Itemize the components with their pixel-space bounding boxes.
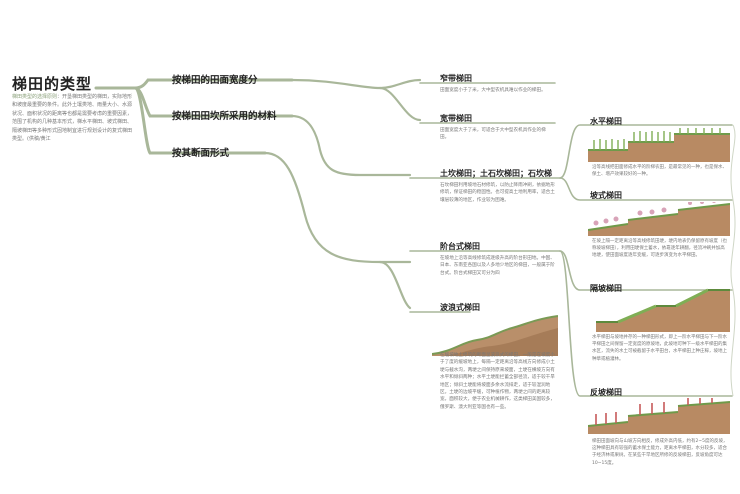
- material-to-earth: [290, 114, 412, 177]
- intro-text: 梯田类型的选择原则：开垦梯田类型的梯田，实际地形和坡度最重要的条件。此外土壤类地…: [12, 93, 134, 143]
- section-to-wave: [378, 260, 412, 310]
- to-slope: [559, 177, 733, 201]
- intro-highlight: 梯田类型的选择原则: [12, 94, 58, 100]
- node-earth-title: 土坎梯田；土石坎梯田；石坎梯: [440, 169, 552, 178]
- intro-body: ：开垦梯田类型的梯田，实际地形和坡度最重要的条件。此外土壤类地、雨量大小、水源状…: [12, 94, 133, 143]
- node-narrow-title: 窄带梯田: [440, 74, 472, 83]
- node-wide-desc: 田面宽度大于了米，可适合于大中型农机具作业的梯田。: [440, 128, 546, 141]
- wave-terrace-illustration: [432, 315, 558, 356]
- section-to-terrace: [263, 151, 412, 264]
- page-title: 梯田的类型: [12, 75, 93, 93]
- node-terrace-desc: 在坡地上沿等高线修筑成逐级升高的阶台形田地。中国、日本、东南亚各国以及人多地少地…: [440, 256, 555, 276]
- side-sep-desc: 水平梯田与坡地并存的一种梯田形式，即上一阶水平梯田与下一阶水平梯田之间保留一定宽…: [592, 335, 727, 362]
- node-wave-desc: 在缓坡地上修筑的断面呈波浪式的梯田。一般是在坡度小于了度的缓坡地上，每隔一定距离…: [440, 353, 555, 410]
- node-wide-title: 宽带梯田: [440, 114, 472, 123]
- node-narrow-desc: 田面宽度小于了米，大中型农机具难以作业的梯田。: [440, 88, 546, 93]
- side-reverse-title: 反坡梯田: [590, 388, 622, 397]
- branch-section: 按其断面形式: [172, 148, 230, 159]
- root-to-section: [133, 86, 162, 155]
- node-wave-title: 波浪式梯田: [440, 303, 480, 312]
- node-earth-desc: 石坎梯田利用坡地石材修筑，以防止降雨冲刷，依据地形修筑，保证梯田的稳固性。也可提…: [440, 183, 555, 203]
- slope-terrace-illustration: [588, 202, 730, 236]
- branch-width: 按梯田的田面宽度分: [172, 75, 258, 86]
- side-reverse-desc: 梯田田面坡向与山坡方向相反，修成外高内低，约有2~5度的反坡，这种梯田具有较强的…: [592, 439, 728, 466]
- width-to-wide: [378, 86, 422, 122]
- to-sep: [559, 250, 733, 291]
- node-terrace-title: 阶台式梯田: [440, 242, 480, 251]
- to-reverse: [559, 250, 733, 397]
- side-sep-title: 隔坡梯田: [590, 284, 622, 293]
- side-slope-title: 坡式梯田: [590, 191, 622, 200]
- width-to-narrow: [290, 78, 422, 90]
- side-level-title: 水平梯田: [590, 117, 622, 126]
- branch-material: 按梯田田坎所采用的材料: [172, 111, 277, 122]
- side-level-desc: 沿等高线把田面修成水平的阶梯农田，是最常见的一种，也是保水、保土、增产效果较好的…: [592, 165, 727, 178]
- to-level: [559, 124, 733, 179]
- reverse-terrace-illustration: [588, 398, 730, 434]
- side-slope-desc: 在坡上隔一定距离沿等高线修筑田埂，埂内地表仍保留原有坡度（也称坡坡梯田），利用田…: [592, 239, 727, 259]
- separated-terrace-illustration: [596, 288, 730, 332]
- level-terrace-illustration: [588, 128, 730, 162]
- root-connector: [94, 78, 162, 90]
